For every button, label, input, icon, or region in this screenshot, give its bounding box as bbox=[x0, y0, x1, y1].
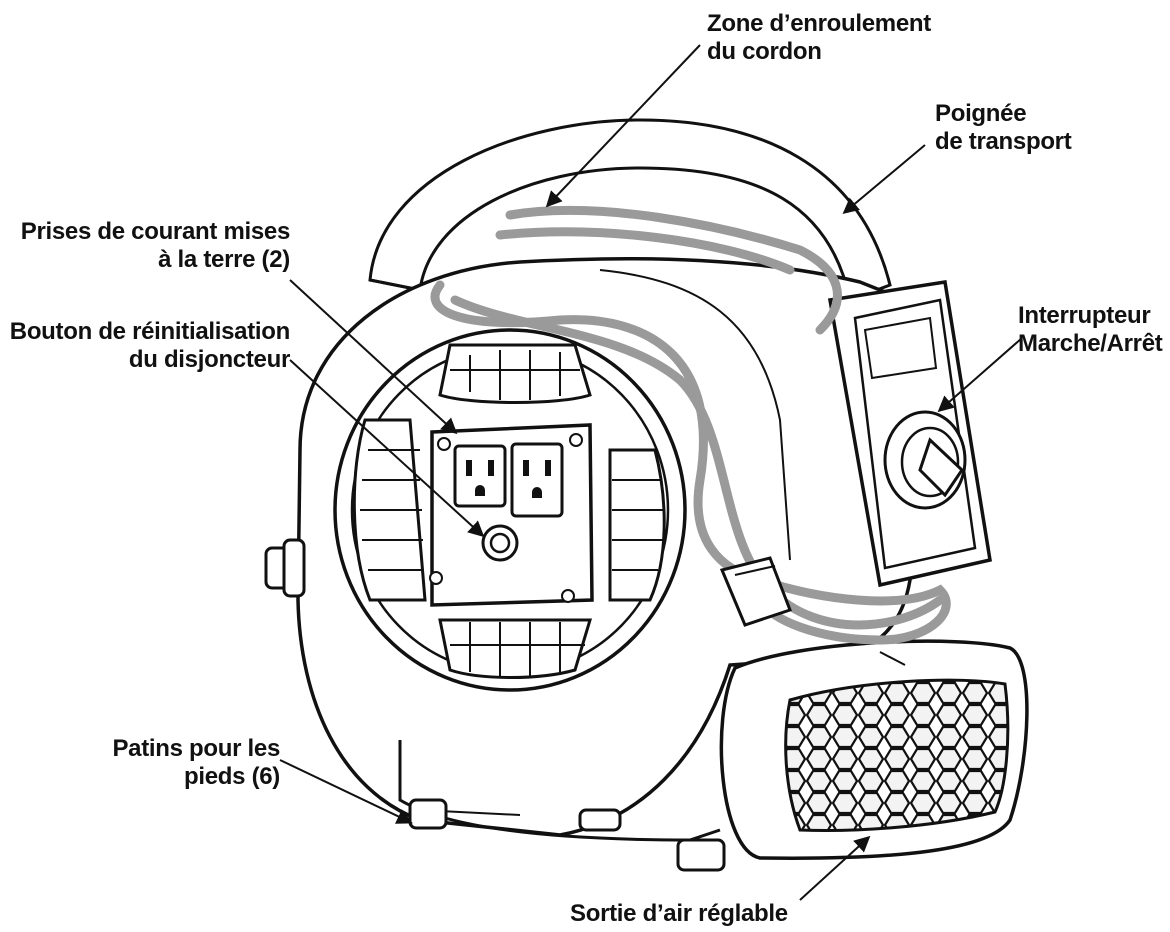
side-knob bbox=[264, 538, 306, 598]
label-carry-handle: Poignée de transport bbox=[935, 100, 1072, 155]
label-reset-button: Bouton de réinitialisation du disjoncteu… bbox=[9, 318, 291, 373]
cord-plug bbox=[719, 556, 792, 627]
label-power-switch: Interrupteur Marche/Arrêt bbox=[1018, 302, 1163, 357]
air-outlet bbox=[719, 639, 1029, 860]
outlet-plate bbox=[429, 423, 594, 607]
switch-housing bbox=[827, 280, 992, 588]
label-cord-wrap: Zone d’enroulement du cordon bbox=[707, 10, 931, 65]
label-air-outlet: Sortie d’air réglable bbox=[570, 900, 788, 927]
power-cord bbox=[430, 205, 951, 645]
leader-lines bbox=[279, 44, 1023, 901]
feet bbox=[408, 798, 726, 872]
label-outlets: Prises de courant mises à la terre (2) bbox=[20, 218, 291, 273]
label-feet: Patins pour les pieds (6) bbox=[112, 735, 280, 790]
